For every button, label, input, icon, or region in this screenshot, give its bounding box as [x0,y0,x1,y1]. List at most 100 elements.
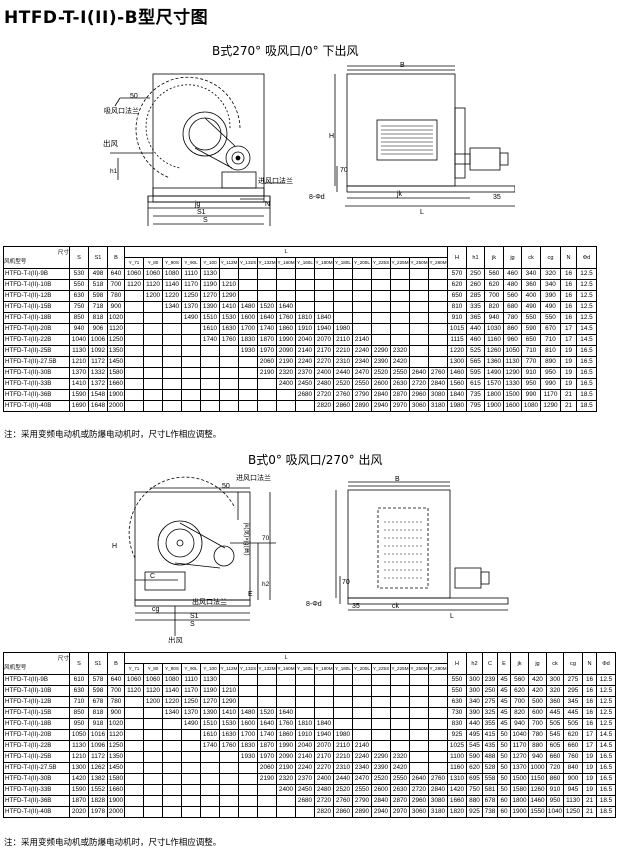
value-cell [257,268,277,280]
dim-35-label-2: 35 [352,603,360,610]
value-cell: 670 [540,323,561,335]
value-cell [314,290,334,302]
value-cell [181,740,201,752]
value-cell: 1130 [69,345,89,357]
value-cell: 2270 [314,762,334,774]
value-cell: 2550 [390,773,410,785]
value-cell: 2320 [390,751,410,763]
value-cell [162,345,182,357]
value-cell: 340 [521,268,541,280]
value-cell [238,784,258,796]
column-header: Y_160L [295,663,315,675]
value-cell [124,356,144,368]
column-header: Y_90S [162,257,182,269]
value-cell: 1590 [69,784,89,796]
column-header: Y_225M [390,663,410,675]
value-cell: 1210 [219,685,239,697]
value-cell: 1870 [257,740,277,752]
dim-35-label: 35 [493,194,501,201]
value-cell: 2520 [333,378,353,390]
value-cell [238,795,258,807]
column-header: Y_250M [409,257,429,269]
value-cell: 1648 [88,400,108,412]
value-cell: 1250 [563,806,583,818]
value-cell [200,389,220,401]
value-cell [409,751,429,763]
value-cell [143,773,163,785]
value-cell: 620 [466,762,483,774]
dim-h2-label-2: h2 [262,581,270,588]
value-cell [162,806,182,818]
value-cell: 2470 [352,367,372,379]
value-cell: 1092 [88,345,108,357]
value-cell: 1350 [107,345,125,357]
value-cell: 505 [546,718,564,730]
value-cell: 2790 [352,389,372,401]
value-cell [314,674,334,686]
value-cell: 21 [582,806,597,818]
value-cell: 640 [107,268,125,280]
value-cell: 710 [540,334,561,346]
value-cell: 1740 [200,740,220,752]
value-cell [333,718,353,730]
value-cell [390,312,410,324]
value-cell: 12.5 [576,312,597,324]
value-cell: 16 [560,268,577,280]
value-cell [219,345,239,357]
value-cell: 1060 [143,674,163,686]
value-cell [390,290,410,302]
value-cell [409,323,429,335]
value-cell: 1490 [181,718,201,730]
value-cell: 1172 [88,751,108,763]
value-cell [200,367,220,379]
value-cell: 565 [466,356,485,368]
value-cell: 3180 [428,806,448,818]
value-cell: 1190 [200,685,220,697]
value-cell [428,751,448,763]
value-cell [162,762,182,774]
value-cell [143,740,163,752]
value-cell: 1820 [447,806,467,818]
value-cell [219,762,239,774]
value-cell: 1390 [200,301,220,313]
value-cell: 12.5 [576,279,597,291]
value-cell [200,378,220,390]
value-cell: 498 [88,268,108,280]
value-cell: 598 [88,685,108,697]
value-cell: 695 [466,773,483,785]
value-cell [143,784,163,796]
value-cell: 940 [69,323,89,335]
value-cell: 1360 [484,356,504,368]
dim-70-label: 70 [340,167,348,174]
value-cell [276,290,296,302]
value-cell: 1260 [484,345,504,357]
value-cell: 795 [466,400,485,412]
value-cell: 1130 [200,268,220,280]
value-cell: 1262 [88,762,108,774]
value-cell: 50 [497,729,511,741]
value-cell: 2720 [314,795,334,807]
value-cell: 2840 [428,784,448,796]
value-cell: 1370 [181,301,201,313]
value-cell: 3080 [428,795,448,807]
inlet-flange-label: 吸风口法兰 [104,106,139,115]
value-cell [219,378,239,390]
value-cell: 16 [582,685,597,697]
value-cell: 340 [540,279,561,291]
value-cell [409,729,429,741]
value-cell [200,762,220,774]
value-cell [162,740,182,752]
value-cell [257,696,277,708]
value-cell [409,762,429,774]
model-cell: HTFD-T-I(II)-9B [3,268,70,280]
value-cell: 1580 [510,784,529,796]
value-cell: 1372 [88,378,108,390]
column-header: h1 [466,246,485,269]
model-cell: HTFD-T-I(II)-33B [3,378,70,390]
column-header: Y_80 [143,663,163,675]
value-cell: 1290 [503,367,522,379]
